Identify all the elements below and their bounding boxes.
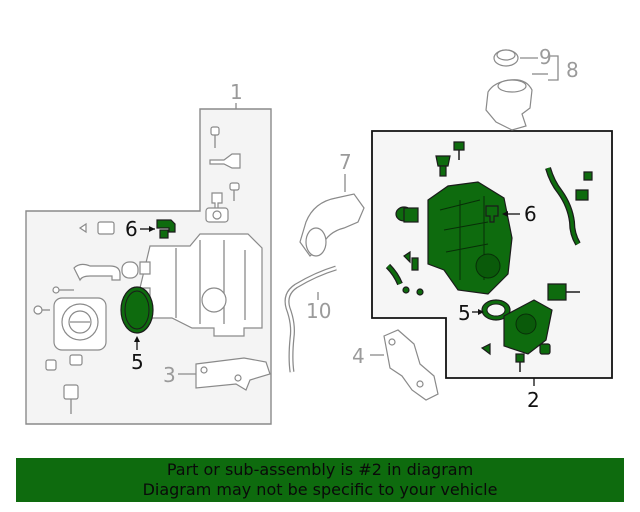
callout-5-left: 5 [131,350,144,374]
banner-line-2: Diagram may not be specific to your vehi… [142,480,498,499]
tube-10 [284,265,337,373]
callout-3: 3 [163,363,176,387]
banner-line-1: Part or sub-assembly is #2 in diagram [166,460,474,479]
leaders-group-1 [134,103,237,350]
callout-1: 1 [230,80,243,104]
assembly-2-parts[interactable] [385,141,593,372]
bracket-3 [178,357,271,391]
callout-6-right: 6 [524,202,537,226]
cap-9 [493,49,559,81]
bracket-4 [370,329,439,401]
gasket-5-left[interactable] [120,286,154,334]
callout-8: 8 [566,58,579,82]
assembly-1-parts [33,126,263,414]
callout-7: 7 [339,150,352,174]
reservoir-8 [485,79,533,131]
callout-10: 10 [306,299,331,323]
callout-6-left: 6 [125,217,138,241]
notice-banner: Part or sub-assembly is #2 in diagram Di… [16,458,624,502]
callout-9: 9 [539,45,552,69]
hose-7 [299,174,365,257]
leaders-group-2 [472,211,535,386]
callout-5-right: 5 [458,301,471,325]
sensor-6-left[interactable] [156,219,176,239]
callout-4: 4 [352,344,365,368]
callout-2: 2 [527,388,540,412]
